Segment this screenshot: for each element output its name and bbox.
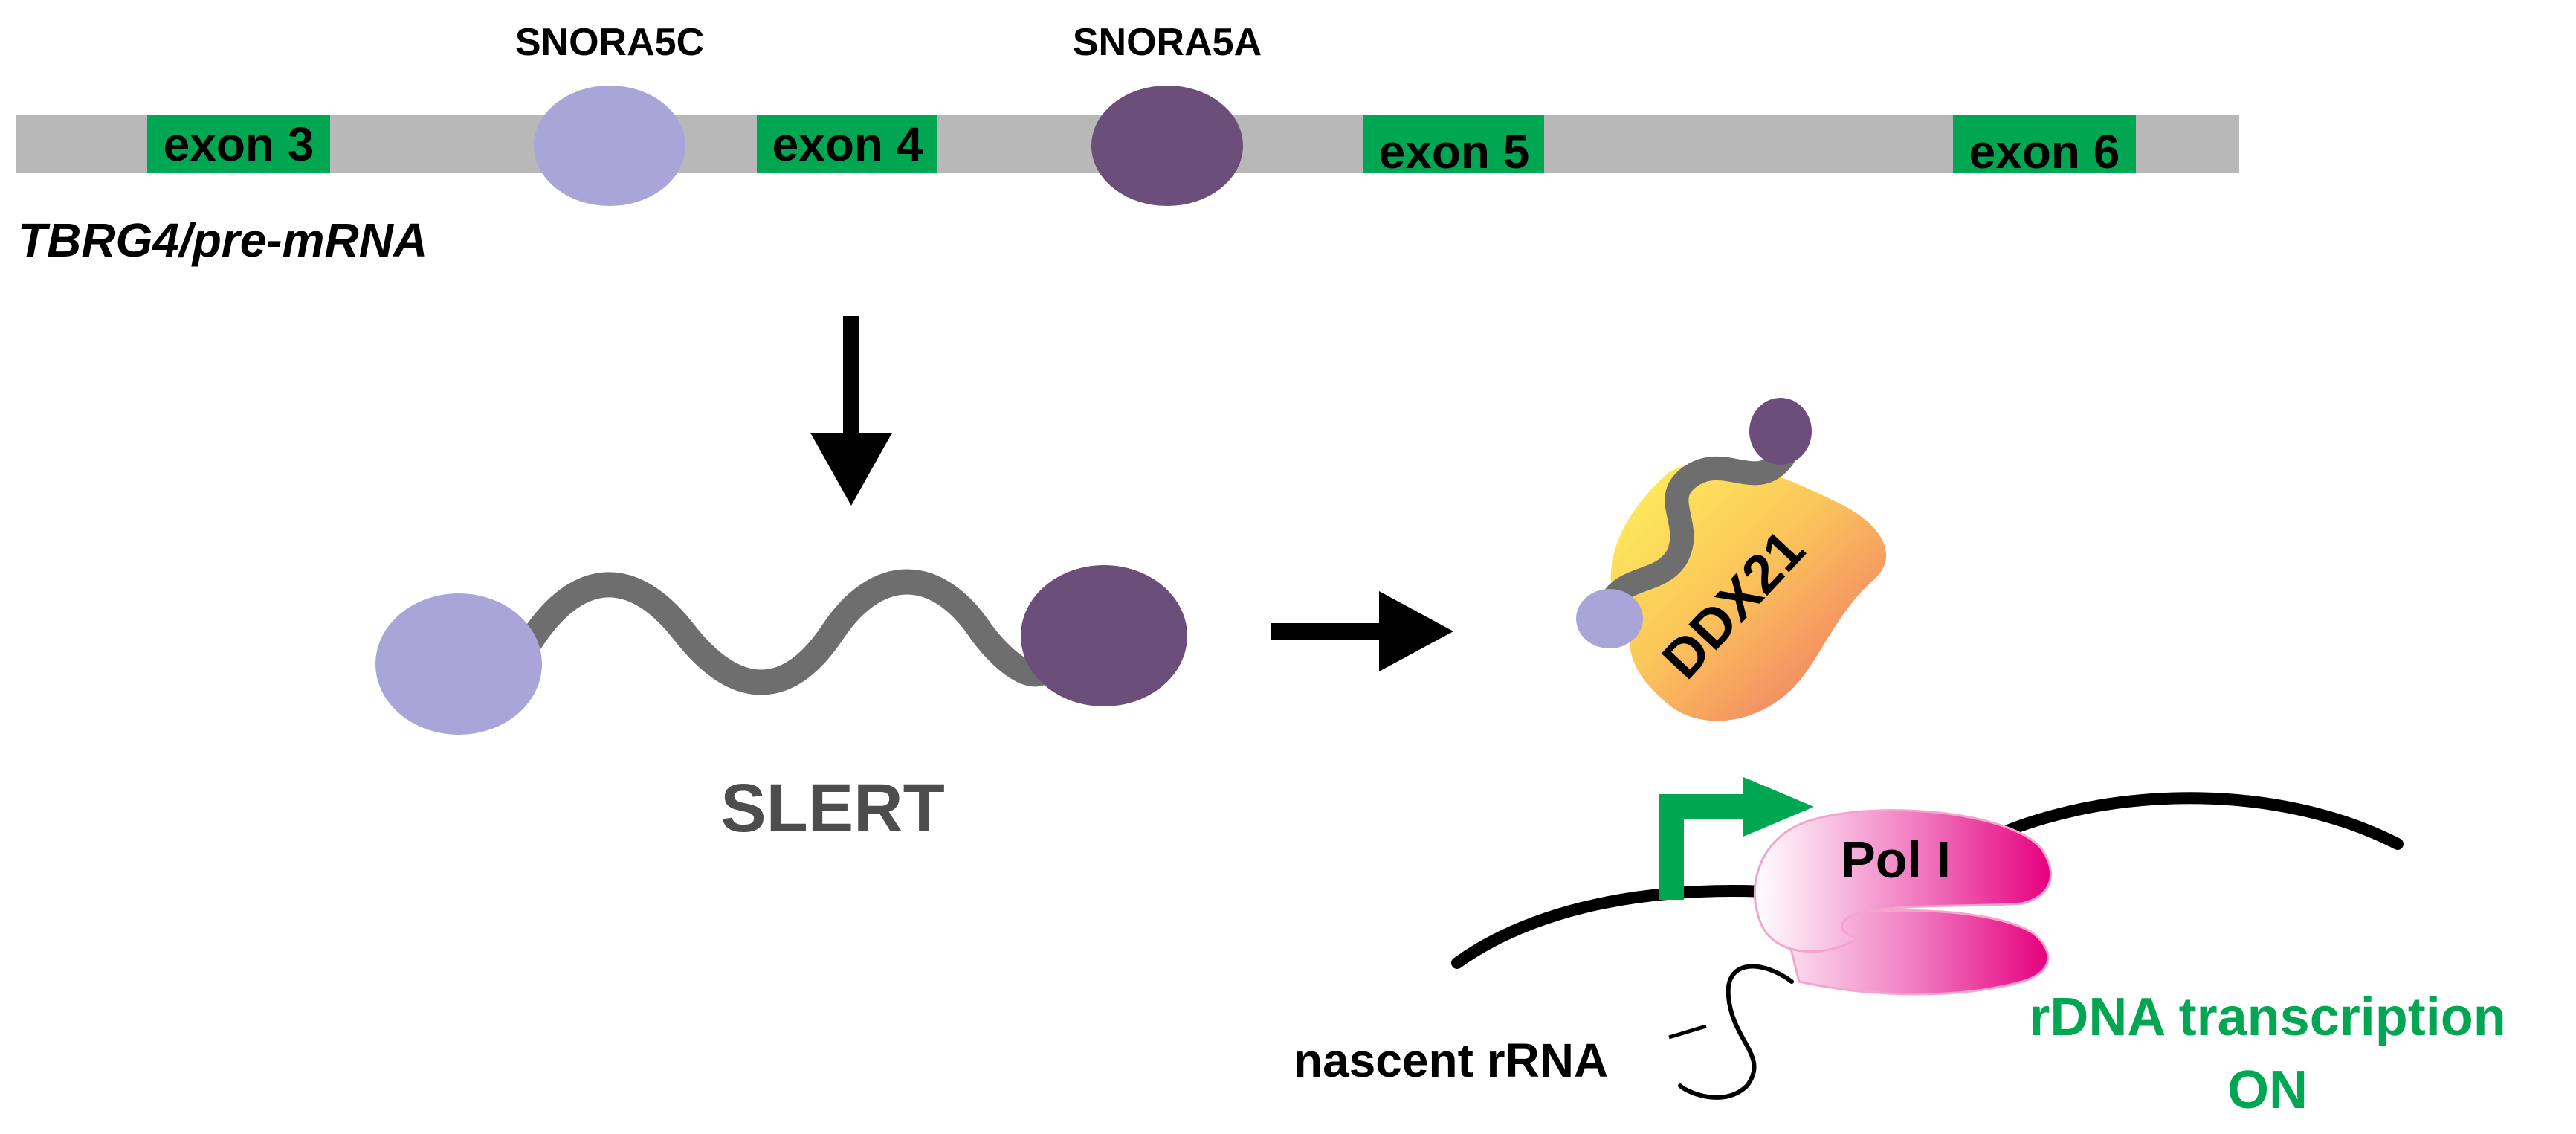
exon-3-box — [147, 115, 330, 173]
exon-5-box — [1363, 115, 1544, 173]
slert-snora5a-oval — [1021, 565, 1187, 706]
outcome-label-line1: rDNA transcription — [2029, 988, 2505, 1047]
ddx21-snora5c-oval — [1576, 589, 1643, 648]
exon-6: exon 6 — [1953, 115, 2136, 178]
exon-4: exon 4 — [757, 115, 937, 173]
slert-linker — [508, 569, 1060, 695]
rdna-transcription: Pol I nascent rRNA rDNA transcription ON — [1294, 777, 2506, 1120]
exon-4-label: exon 4 — [772, 117, 923, 171]
slert-label: SLERT — [720, 770, 945, 846]
slert-molecule: SLERT — [375, 565, 1187, 846]
nascent-rrna-label: nascent rRNA — [1294, 1034, 1608, 1087]
exon-5-label: exon 5 — [1379, 125, 1530, 178]
down-arrow-icon — [810, 316, 892, 506]
ddx21-snora5a-oval — [1749, 398, 1812, 465]
pol-i-lower-lobe — [1783, 909, 2050, 996]
snora5a-label: SNORA5A — [1073, 21, 1262, 64]
ddx21-complex: DDX21 — [1576, 398, 1887, 721]
outcome-label-line2: ON — [2227, 1060, 2308, 1120]
exon-3-label: exon 3 — [164, 117, 314, 171]
gene-name-label: TBRG4/pre-mRNA — [18, 213, 427, 267]
snora5a-oval — [1091, 86, 1243, 206]
right-arrow-icon — [1271, 591, 1453, 671]
exon-6-label: exon 6 — [1969, 125, 2120, 178]
pol-i-label: Pol I — [1841, 831, 1951, 889]
pre-mrna-track: exon 3 exon 4 exon 5 exon 6 SNORA5C SNOR… — [16, 21, 2239, 267]
nascent-rrna-strand — [1678, 964, 1794, 1100]
exon-3: exon 3 — [147, 115, 330, 173]
nascent-rrna-pointer — [1668, 1024, 1707, 1040]
exon-4-box — [757, 115, 937, 173]
promoter-arrow-icon — [1659, 777, 1814, 900]
slert-snora5c-oval — [375, 593, 542, 735]
snora5c-oval — [534, 86, 685, 206]
snora5c-label: SNORA5C — [515, 21, 704, 64]
pol-i-upper-lobe — [1753, 809, 2053, 953]
exon-6-box — [1953, 115, 2136, 173]
exon-5: exon 5 — [1363, 115, 1544, 178]
